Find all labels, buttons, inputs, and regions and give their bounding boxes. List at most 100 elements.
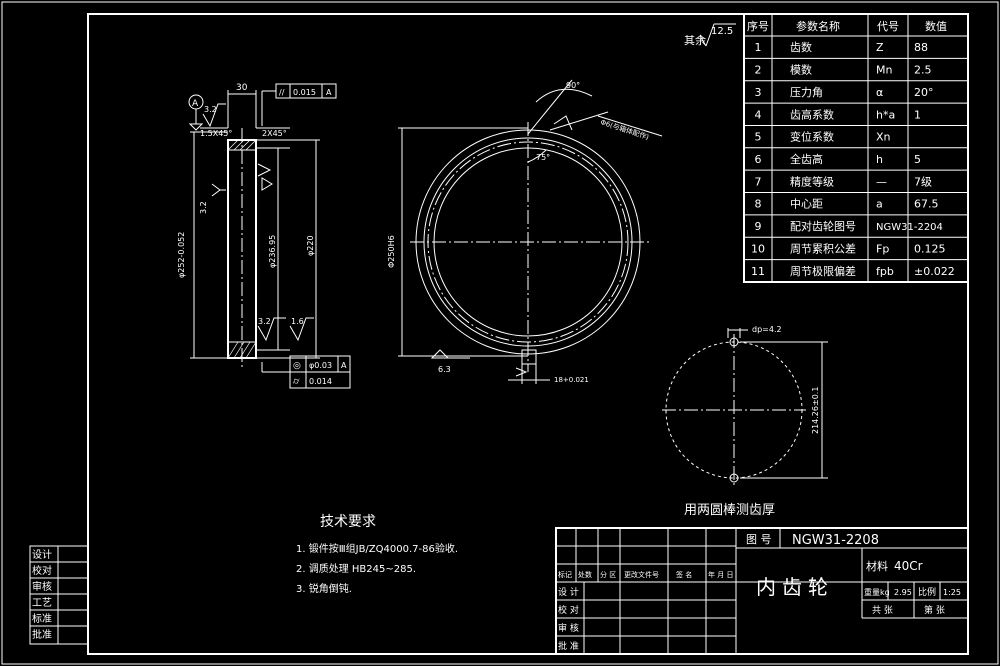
- material-value: 40Cr: [894, 559, 923, 573]
- front-view: Φ250H6 90° 75° Φ6(与箱体配作) 18+0.021 6.3: [387, 79, 663, 384]
- tech-req-title: 技术要求: [320, 514, 376, 530]
- rough-top-val: 3.2: [204, 105, 217, 114]
- weight-value: 2.95: [894, 588, 912, 597]
- table-cell-no: 8: [755, 198, 762, 211]
- section-view: 30 // 0.015 A A 1.5X45° 2X45° 3.2 3.2 3.…: [177, 83, 351, 389]
- table-cell-value: 67.5: [914, 198, 939, 211]
- table-cell-code: a: [876, 198, 883, 211]
- table-cell-name: 模数: [790, 64, 812, 77]
- scale-value: 1:25: [943, 588, 961, 597]
- table-cell-value: 5: [914, 153, 921, 166]
- table-cell-name: 周节极限偏差: [790, 264, 856, 278]
- table-cell-name: 中心距: [790, 198, 823, 211]
- measure-pin-label: dp=4.2: [752, 325, 782, 334]
- table-cell-no: 3: [755, 86, 762, 99]
- table-cell-no: 9: [755, 220, 762, 233]
- rev-header-mark: 标记: [558, 570, 572, 579]
- table-cell-code: Fp: [876, 242, 889, 255]
- tol-parallel-value: 0.015: [293, 88, 316, 97]
- table-cell-value: 0.125: [914, 242, 946, 255]
- table-cell-value: 1: [914, 108, 921, 121]
- dia-mid: φ236.95: [268, 235, 277, 268]
- table-cell-code: fpb: [876, 265, 894, 278]
- table-header-name: 参数名称: [796, 19, 840, 33]
- roughness-note: 其余 12.5: [684, 23, 736, 47]
- table-cell-value: 7级: [914, 175, 932, 188]
- table-header-code: 代号: [877, 20, 899, 33]
- drawing-no-label: 图 号: [746, 533, 772, 546]
- table-cell-value: ±0.022: [914, 265, 955, 278]
- tol-bottom-2-symbol: ⌭: [293, 377, 300, 387]
- table-cell-name: 精度等级: [790, 174, 834, 188]
- table-header-value: 数值: [925, 20, 947, 33]
- chamfer-left: 1.5X45°: [200, 129, 232, 138]
- dia-bore: φ220: [306, 235, 315, 256]
- tech-req-item-2: 2. 调质处理 HB245~285.: [296, 563, 416, 575]
- measure-caption: 用两圆棒测齿厚: [684, 503, 775, 518]
- side-label-design: 设计: [32, 548, 52, 561]
- dim-width: 30: [236, 83, 248, 93]
- rev-header-zone: 分 区: [600, 570, 616, 579]
- side-label-approve: 批准: [32, 628, 52, 641]
- tol-parallel-symbol: //: [279, 88, 285, 97]
- side-label-standard: 标准: [32, 613, 52, 625]
- table-cell-code: —: [876, 175, 887, 188]
- table-cell-no: 6: [755, 153, 762, 166]
- measure-view: dp=4.2 214.26±0.1 用两圆棒测齿厚: [662, 325, 828, 518]
- table-cell-name: 齿高系数: [790, 107, 834, 121]
- tech-req-item-3: 3. 锐角倒钝.: [296, 582, 352, 595]
- rough-top-mark: [202, 103, 226, 128]
- table-cell-code: Xn: [876, 131, 891, 144]
- tol-parallel-datum: A: [326, 88, 332, 97]
- sign-row-review: 审 核: [558, 622, 579, 634]
- table-cell-name: 压力角: [790, 86, 823, 99]
- sign-row-design: 设 计: [558, 586, 579, 598]
- table-cell-name: 齿数: [790, 41, 812, 54]
- table-cell-no: 5: [755, 131, 762, 144]
- rough-inner-val: 3.2: [199, 201, 208, 214]
- rough-bottom-right: 1.6: [291, 317, 304, 326]
- table-cell-code: α: [876, 86, 883, 99]
- sheets-total-label: 共 张: [872, 605, 893, 616]
- datum-label: A: [192, 99, 199, 109]
- table-cell-no: 2: [755, 64, 762, 77]
- side-label-review: 审核: [32, 580, 52, 593]
- dia-outer: φ252-0.052: [177, 232, 186, 278]
- sign-row-check: 校 对: [558, 604, 579, 616]
- table-cell-no: 11: [751, 265, 765, 278]
- roughness-note-value: 12.5: [711, 26, 733, 37]
- tol-bottom-1-datum: A: [341, 361, 347, 370]
- front-dia-label: Φ250H6: [387, 235, 396, 268]
- weight-label: 重量kg: [864, 587, 890, 597]
- scale-label: 比例: [918, 586, 936, 598]
- measure-dim-label: 214.26±0.1: [811, 387, 820, 434]
- pin-bottom: [729, 473, 739, 483]
- table-cell-no: 10: [751, 242, 765, 255]
- front-angle-90: 90°: [566, 81, 580, 90]
- table-cell-name: 全齿高: [790, 152, 823, 166]
- material-label: 材料: [866, 559, 888, 573]
- sheet-no-label: 第 张: [924, 604, 945, 616]
- front-angle-75: 75°: [536, 153, 550, 162]
- table-cell-name: 变位系数: [790, 130, 834, 144]
- front-rough-63: 6.3: [438, 365, 451, 374]
- table-cell-value: 88: [914, 41, 928, 54]
- front-slot-width: 18+0.021: [554, 376, 589, 384]
- chamfer-right: 2X45°: [262, 129, 287, 138]
- title-block: 标记 处数 分 区 更改文件号 签 名 年 月 日 设 计 校 对 审 核 批 …: [555, 527, 969, 655]
- table-header-no: 序号: [747, 19, 769, 33]
- table-cell-name: 配对齿轮图号: [790, 219, 856, 233]
- tech-requirements: 技术要求 1. 锻件按Ⅲ组JB/ZQ4000.7-86验收. 2. 调质处理 H…: [296, 514, 458, 595]
- side-labels-box: 设计 校对 审核 工艺 标准 批准: [29, 545, 89, 645]
- rev-header-date: 年 月 日: [708, 570, 733, 579]
- side-label-check: 校对: [32, 564, 52, 577]
- table-cell-no: 4: [755, 108, 762, 121]
- tol-bottom-2-value: 0.014: [309, 377, 332, 386]
- table-cell-code: NGW31-2204: [876, 222, 943, 233]
- table-cell-no: 7: [755, 175, 762, 188]
- drawing-no: NGW31-2208: [792, 533, 879, 548]
- part-name: 内齿轮: [756, 575, 834, 599]
- tol-bottom-1-symbol: ◎: [293, 361, 301, 371]
